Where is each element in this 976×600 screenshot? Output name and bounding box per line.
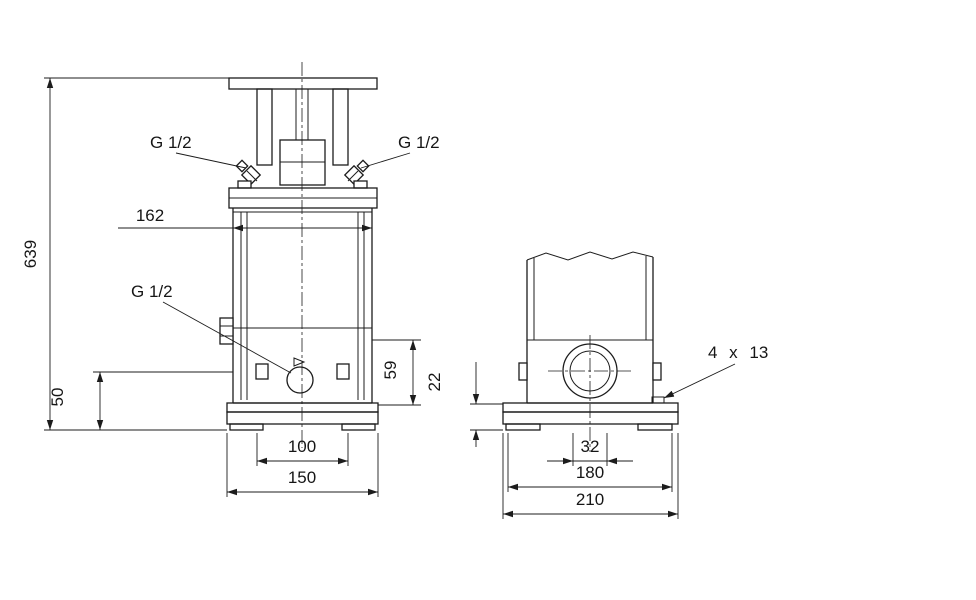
dim-4x13: 4 x 13 — [663, 343, 768, 399]
dim-180: 180 — [507, 433, 673, 492]
foot-pad-left — [229, 423, 264, 431]
flow-arrow-icon — [293, 357, 306, 367]
vent-plug-left — [235, 159, 262, 186]
foot-pad-left — [505, 423, 541, 431]
dim-150: 150 — [226, 433, 379, 497]
side-plug — [219, 317, 234, 345]
dim-32-label: 32 — [581, 437, 600, 456]
dim-210: 210 — [502, 433, 679, 519]
g12-top-left-label: G 1/2 — [150, 133, 192, 152]
side-view — [502, 251, 679, 452]
base-band — [226, 402, 379, 413]
right-post — [332, 88, 349, 166]
dim-59-label: 59 — [381, 361, 400, 380]
front-view — [219, 62, 379, 448]
left-post — [256, 88, 273, 166]
drain-port — [286, 366, 314, 394]
g12-drain-label: G 1/2 — [131, 282, 173, 301]
dim-4x13-label: 4 x 13 — [708, 343, 768, 362]
foot-pad-right — [341, 423, 376, 431]
break-line — [526, 251, 654, 261]
dim-50: 50 — [48, 371, 233, 430]
port-label-top-left: G 1/2 — [150, 133, 247, 169]
dim-100: 100 — [256, 433, 349, 466]
dim-50-label: 50 — [48, 388, 67, 407]
port-label-drain: G 1/2 — [131, 282, 292, 374]
base-band — [502, 402, 679, 413]
dim-639-label: 639 — [21, 240, 40, 268]
dim-22-label: 22 — [425, 373, 444, 392]
port-face-outer — [562, 343, 618, 399]
dim-180-label: 180 — [576, 463, 604, 482]
port-label-top-right: G 1/2 — [360, 133, 440, 169]
dim-150-label: 150 — [288, 468, 316, 487]
dim-59: 59 — [372, 339, 421, 406]
g12-top-right-label: G 1/2 — [398, 133, 440, 152]
foot-pad-right — [637, 423, 673, 431]
dim-210-label: 210 — [576, 490, 604, 509]
top-plate — [228, 77, 378, 90]
vent-plug-right — [343, 159, 370, 186]
base-plate — [502, 411, 679, 425]
dim-162: 162 — [118, 206, 372, 232]
bolt-slot — [651, 396, 665, 404]
dim-32: 32 — [547, 433, 633, 466]
base-plate — [226, 411, 379, 425]
port-face-inner — [569, 350, 611, 392]
dim-100-label: 100 — [288, 437, 316, 456]
dim-639: 639 — [21, 77, 229, 431]
dim-162-label: 162 — [136, 206, 164, 225]
dim-22: 22 — [425, 362, 503, 447]
